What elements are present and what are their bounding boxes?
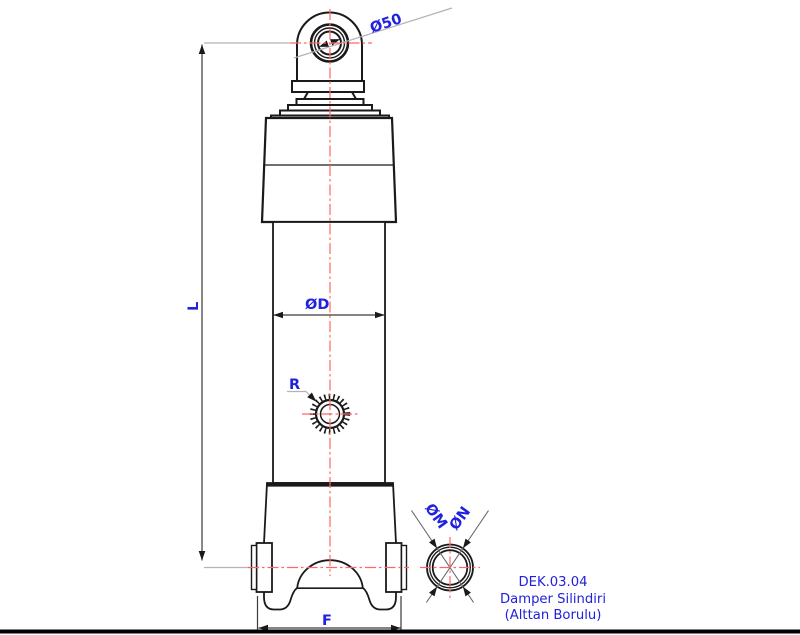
arrow-L-top [198, 44, 206, 54]
bottom-border-bar [0, 629, 800, 634]
dimensions: L Ø50 ØD R F [186, 7, 489, 632]
dim-label-base-width: F [322, 613, 332, 629]
centerlines [248, 9, 480, 598]
cylinder-cap [260, 116, 398, 224]
dim-label-tube-outer: ØM [421, 501, 450, 532]
drawing-title: Damper Silindiri [500, 592, 606, 607]
cap-outline [260, 116, 398, 224]
dim-barrel-diameter: ØD [273, 297, 385, 319]
title-block: DEK.03.04 Damper Silindiri (Alttan Borul… [500, 575, 606, 623]
dim-label-barrel-diameter: ØD [305, 297, 329, 313]
dim-port-callout: R [287, 377, 319, 404]
dim-overall-length: L [186, 42, 290, 569]
barrel [272, 221, 386, 484]
dim-label-port: R [289, 377, 300, 393]
dim-label-L: L [186, 302, 202, 311]
dim-base-width: F [256, 596, 402, 632]
dim-label-eye-diameter: Ø50 [368, 11, 404, 37]
drawing-subtitle: (Alttan Borulu) [505, 608, 602, 623]
base-bracket [250, 482, 408, 611]
eye-base-plate [291, 80, 365, 93]
drawing-code: DEK.03.04 [518, 575, 587, 590]
arrow-L-bottom [198, 551, 206, 561]
dim-label-tube-inner: ØN [447, 504, 474, 533]
leader-line-eye [293, 7, 453, 59]
